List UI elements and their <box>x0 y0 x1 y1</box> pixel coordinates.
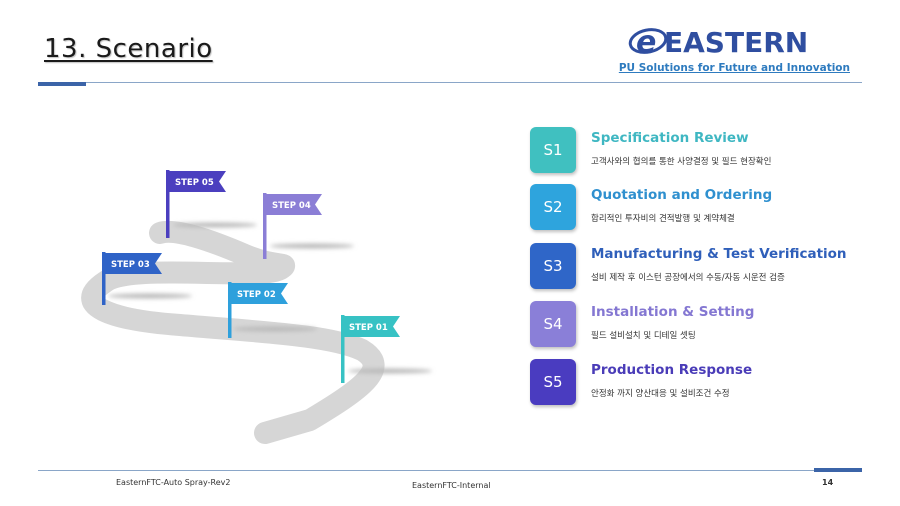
step-s5: S5 Production Response 안정화 까지 양산대응 및 설비조… <box>530 359 870 409</box>
brand-mark: e <box>636 25 656 60</box>
flag-step-05-label: STEP 05 <box>175 178 214 188</box>
step-s2-title: Quotation and Ordering <box>591 187 773 203</box>
flag-step-03: STEP 03 <box>102 252 162 305</box>
brand-swoosh-icon <box>628 28 668 54</box>
step-s2-desc: 합리적인 투자비의 견적발행 및 계약체결 <box>591 214 735 224</box>
step-s5-badge: S5 <box>530 359 576 405</box>
flag-step-01: STEP 01 <box>341 315 400 383</box>
footer-accent-bar <box>814 468 862 472</box>
step-s4: S4 Installation & Setting 필드 설비설치 및 디테일 … <box>530 301 870 351</box>
page-number: 14 <box>822 478 834 487</box>
flag-step-04: STEP 04 <box>263 193 322 259</box>
flag-step-05: STEP 05 <box>166 170 226 238</box>
header-divider <box>38 82 862 83</box>
step-s4-desc: 필드 설비설치 및 디테일 셋팅 <box>591 331 696 341</box>
step-s1-desc: 고객사와의 협의를 통한 사양결정 및 필드 현장확인 <box>591 157 772 167</box>
step-s3: S3 Manufacturing & Test Verification 설비 … <box>530 243 870 293</box>
step-s2-badge: S2 <box>530 184 576 230</box>
flag-step-02-label: STEP 02 <box>237 290 276 300</box>
step-s1: S1 Specification Review 고객사와의 협의를 통한 사양결… <box>530 127 870 177</box>
winding-road <box>81 220 385 444</box>
step-s3-desc: 설비 제작 후 이스턴 공장에서의 수동/자동 시운전 검증 <box>591 273 785 283</box>
brand-name: EASTERN <box>664 26 808 59</box>
step-s1-title: Specification Review <box>591 130 749 146</box>
step-s5-desc: 안정화 까지 양산대응 및 설비조건 수정 <box>591 389 730 399</box>
step-s4-title: Installation & Setting <box>591 304 755 320</box>
step-s3-badge: S3 <box>530 243 576 289</box>
flag-step-03-label: STEP 03 <box>111 260 150 270</box>
header-accent-bar <box>38 82 86 86</box>
page-title: 13. Scenario <box>44 34 213 64</box>
brand-tagline: PU Solutions for Future and Innovation <box>618 62 850 74</box>
step-s3-title: Manufacturing & Test Verification <box>591 246 847 262</box>
footer-document-name: EasternFTC-Auto Spray-Rev2 <box>116 478 231 487</box>
brand-logo: e EASTERN <box>628 25 808 60</box>
footer-divider <box>38 470 862 471</box>
flag-step-02: STEP 02 <box>228 282 288 338</box>
step-s5-title: Production Response <box>591 362 753 378</box>
flag-step-01-label: STEP 01 <box>349 323 388 333</box>
flag-step-04-label: STEP 04 <box>272 201 311 211</box>
step-s2: S2 Quotation and Ordering 합리적인 투자비의 견적발행… <box>530 184 870 234</box>
step-s1-badge: S1 <box>530 127 576 173</box>
footer-classification: EasternFTC-Internal <box>412 481 491 490</box>
step-s4-badge: S4 <box>530 301 576 347</box>
